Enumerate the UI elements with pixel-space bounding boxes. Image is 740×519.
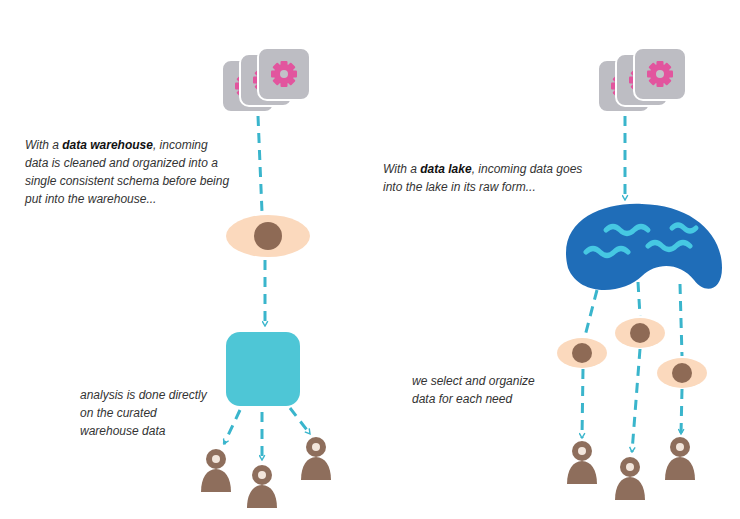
eye-symbol bbox=[557, 338, 607, 368]
warehouse-box bbox=[226, 332, 300, 406]
dashed-line bbox=[680, 284, 682, 356]
dashed-arrow bbox=[224, 410, 240, 444]
source-icon bbox=[222, 48, 310, 112]
eye-symbol bbox=[226, 215, 310, 257]
text-emphasis: data lake bbox=[420, 162, 471, 176]
source-icon bbox=[598, 48, 686, 112]
dashed-arrow bbox=[261, 412, 264, 460]
dashed-line bbox=[638, 282, 640, 316]
note-text: With a data lake, incoming data goes int… bbox=[383, 160, 595, 196]
flow-lines bbox=[224, 116, 310, 460]
dashed-line bbox=[585, 290, 597, 336]
lake-symbol bbox=[566, 204, 722, 290]
eye-symbol bbox=[657, 358, 707, 388]
dashed-arrow bbox=[264, 260, 267, 326]
eye-symbol bbox=[615, 318, 665, 348]
dashed-arrow bbox=[582, 369, 583, 438]
text-emphasis: data warehouse bbox=[62, 138, 153, 152]
dashed-arrow bbox=[290, 408, 310, 434]
note-text: analysis is done directly on the curated… bbox=[80, 386, 218, 440]
note-text: we select and organize data for each nee… bbox=[412, 372, 552, 408]
note-text: With a data warehouse, incoming data is … bbox=[25, 136, 230, 208]
text-part: With a bbox=[25, 138, 62, 152]
dashed-arrow bbox=[681, 389, 682, 434]
text-part: With a bbox=[383, 162, 420, 176]
dashed-line bbox=[258, 116, 262, 212]
dashed-arrow bbox=[632, 349, 640, 452]
dashed-arrow bbox=[624, 116, 627, 200]
